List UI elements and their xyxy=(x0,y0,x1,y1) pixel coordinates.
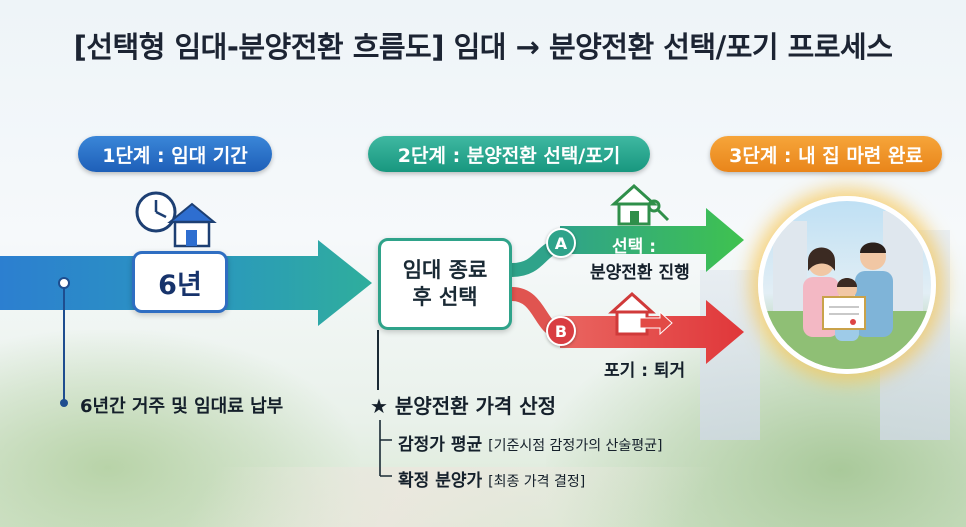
family-illustration xyxy=(763,211,931,369)
house-icon xyxy=(167,202,217,248)
stage1-note: 6년간 거주 및 임대료 납부 xyxy=(80,396,284,417)
stage-2-badge: 2단계 : 분양전환 선택/포기 xyxy=(368,136,650,172)
price-item-final: 확정 분양가 [최종 가격 결정] xyxy=(398,466,585,491)
price-tree-line xyxy=(379,420,392,477)
option-b-label: 포기 : 퇴거 xyxy=(604,361,686,381)
timeline-dot xyxy=(58,277,70,289)
house-key-icon xyxy=(610,183,670,226)
option-a-detail: 분양전환 진행 xyxy=(590,263,690,283)
option-b-arrow xyxy=(560,300,744,364)
choice-box: 임대 종료 후 선택 xyxy=(378,238,512,330)
price-section-title: ★ 분양전환 가격 산정 xyxy=(370,394,557,418)
option-a-label: 선택 : xyxy=(612,237,656,257)
price-item-appraisal: 감정가 평균 [기준시점 감정가의 산술평균] xyxy=(398,430,663,455)
family-photo xyxy=(758,196,936,374)
clock-icon xyxy=(135,191,177,233)
price-item-final-label: 확정 분양가 xyxy=(398,471,483,491)
option-a-arrow xyxy=(560,208,744,272)
option-a-marker: A xyxy=(546,228,576,258)
price-item-appraisal-detail: [기준시점 감정가의 산술평균] xyxy=(488,438,663,454)
note-dot xyxy=(60,399,68,407)
choice-line-2: 후 선택 xyxy=(412,285,478,309)
stage-1-badge: 1단계 : 임대 기간 xyxy=(78,136,272,172)
page-title: [선택형 임대-분양전환 흐름도] 임대 → 분양전환 선택/포기 프로세스 xyxy=(73,30,893,64)
house-exit-icon xyxy=(608,291,673,336)
price-item-appraisal-label: 감정가 평균 xyxy=(398,435,483,455)
price-item-final-detail: [최종 가격 결정] xyxy=(488,474,586,490)
option-b-marker: B xyxy=(546,316,576,346)
choice-line-1: 임대 종료 xyxy=(402,257,488,282)
rent-period-box: 6년 xyxy=(132,251,228,313)
stage-3-badge: 3단계 : 내 집 마련 완료 xyxy=(710,136,942,172)
